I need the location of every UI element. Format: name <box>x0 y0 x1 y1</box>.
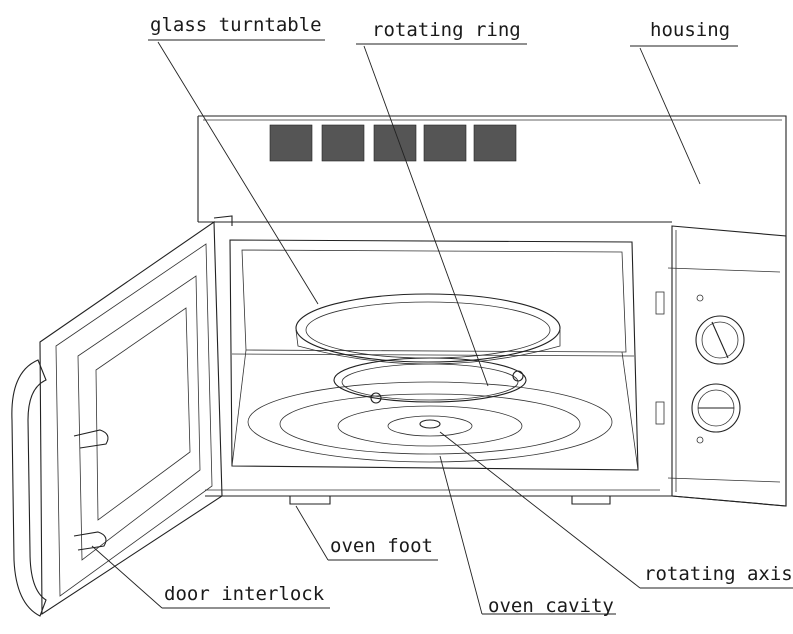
door-handle-icon <box>11 359 47 617</box>
label-door-interlock: door interlock <box>164 583 325 605</box>
oven-door <box>11 215 233 617</box>
label-glass-turntable: glass turntable <box>150 14 322 36</box>
cavity-floor <box>247 381 613 463</box>
timer-knob-icon <box>695 315 745 365</box>
label-housing: housing <box>650 19 730 41</box>
control-panel <box>655 225 787 507</box>
label-rotating-ring: rotating ring <box>372 19 521 41</box>
label-oven-foot: oven foot <box>330 535 433 557</box>
rotating-ring-shape <box>333 357 527 404</box>
oven-cavity-shape <box>229 239 639 471</box>
door-interlock-hook-icon <box>73 429 109 449</box>
power-knob-icon <box>691 383 741 433</box>
rotating-axis-icon <box>419 419 441 429</box>
oven-feet <box>289 496 611 505</box>
label-oven-cavity: oven cavity <box>488 595 614 617</box>
vent-grille <box>269 124 517 162</box>
glass-turntable-shape <box>295 293 561 365</box>
leader-lines <box>91 39 793 615</box>
label-rotating-axis: rotating axis <box>644 563 793 585</box>
housing-body <box>197 115 787 507</box>
